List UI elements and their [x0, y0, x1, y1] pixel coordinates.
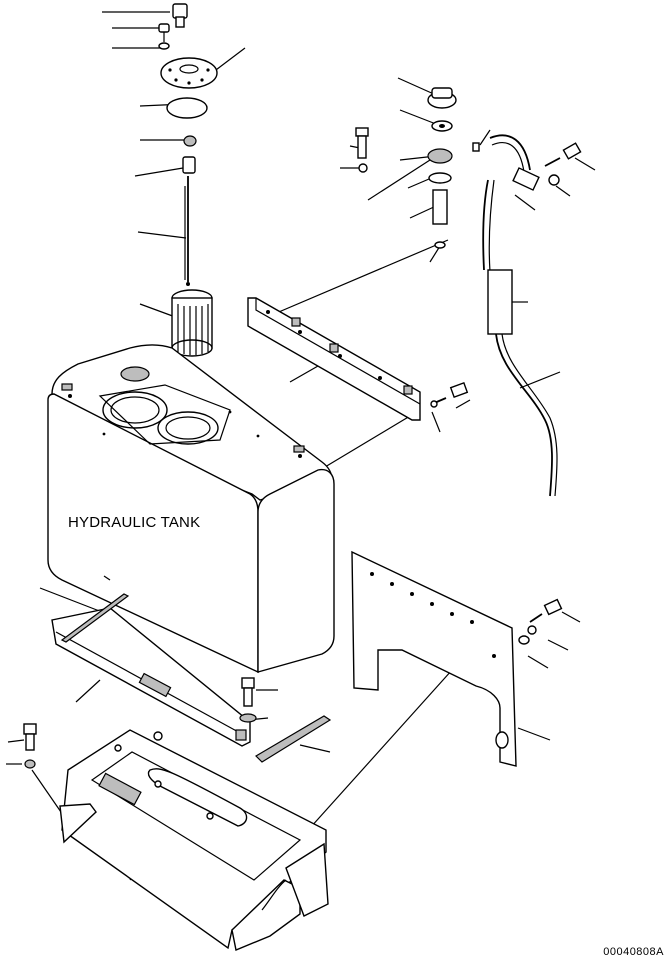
- hydraulic-tank-body: [47, 344, 335, 674]
- level-gauge-assembly: [482, 134, 582, 497]
- base-frame: [23, 723, 329, 951]
- breather-assembly: [355, 87, 480, 249]
- filler-cap-assembly: [158, 3, 218, 357]
- upper-bracket: [247, 297, 469, 421]
- tank-label: HYDRAULIC TANK: [68, 514, 201, 531]
- drawing-number: 00040808A: [603, 946, 664, 958]
- side-plate: [351, 550, 563, 767]
- leader-lines: [6, 11, 596, 881]
- tank-mount-rail: [51, 593, 332, 763]
